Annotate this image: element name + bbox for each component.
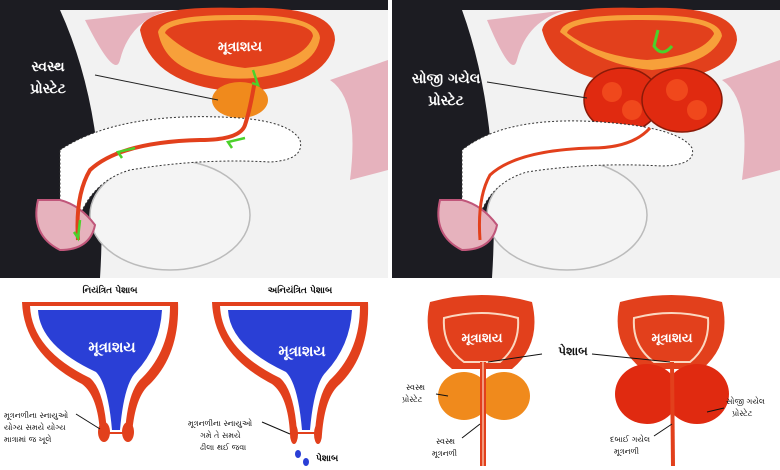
swollen-anatomy-illustration [437, 7, 780, 278]
bladder-label: મૂત્રાશય [217, 39, 263, 55]
swollen-prostate-label-line2: પ્રોસ્ટેટ [732, 409, 753, 418]
left-bladder-label: મૂત્રાશય [88, 338, 136, 356]
compressed-urethra-label-line2: મૂત્રનળી [614, 447, 640, 456]
right-bladder-label: મૂત્રાશય [278, 342, 326, 360]
uncontrolled-note-line1: મૂત્રનળીના સ્નાયુઓ [188, 419, 253, 428]
swollen-prostate-label-line1: સોજી ગયેલ [726, 397, 765, 406]
healthy-prostate-label-line2: પ્રોસ્ટેટ [402, 395, 423, 404]
healthy-prostate-caption-line1: સ્વસ્થ [31, 59, 65, 75]
uncontrolled-note-line2: ગમે તે સમયે [200, 431, 241, 440]
controlled-note-line3: માત્રામાં જ ખૂલે [4, 435, 52, 444]
swollen-bladder-label: મૂત્રાશય [651, 331, 693, 346]
urethra-compression-panel: મૂત્રાશય મૂત્રાશય પેશાબ સ્વસ્થ પ્રોસ્ટેટ… [392, 284, 780, 470]
healthy-urethra-label-line2: મૂત્રનળી [432, 449, 458, 458]
controlled-note-line2: યોગ્ય સમયે યોગ્ય [4, 423, 66, 432]
healthy-bladder-label: મૂત્રાશય [461, 331, 503, 346]
healthy-prostate-panel: મૂત્રાશય સ્વસ્થ પ્રોસ્ટેટ [0, 0, 388, 278]
healthy-prostate-label-line1: સ્વસ્થ [406, 383, 426, 392]
uncontrolled-note-line3: ઢીલા થઈ જવા [200, 443, 247, 452]
healthy-prostate-caption-line2: પ્રોસ્ટેટ [30, 81, 66, 97]
bladder-control-diagrams [22, 302, 369, 466]
drip-label: પેશાબ [316, 454, 339, 464]
urine-label: પેશાબ [558, 344, 588, 358]
healthy-urethra-label-line1: સ્વસ્થ [436, 437, 456, 446]
prostate-cross-section-diagrams [427, 295, 729, 466]
urination-control-panel: નિયંત્રિત પેશાબ અનિયંત્રિત પેશાબ મૂત્રાશ… [0, 284, 388, 470]
swollen-prostate-caption-line2: પ્રોસ્ટેટ [428, 93, 464, 109]
healthy-anatomy-illustration [35, 7, 388, 278]
controlled-urination-heading: નિયંત્રિત પેશાબ [82, 286, 138, 296]
swollen-prostate-caption-line1: સોજી ગયેલ [411, 71, 481, 87]
controlled-note-line1: મૂત્રનળીના સ્નાયુઓ [4, 411, 69, 420]
uncontrolled-urination-heading: અનિયંત્રિત પેશાબ [267, 286, 333, 296]
swollen-prostate-panel: સોજી ગયેલ પ્રોસ્ટેટ [392, 0, 780, 278]
compressed-urethra-label-line1: દબાઈ ગયેલ [610, 435, 651, 444]
